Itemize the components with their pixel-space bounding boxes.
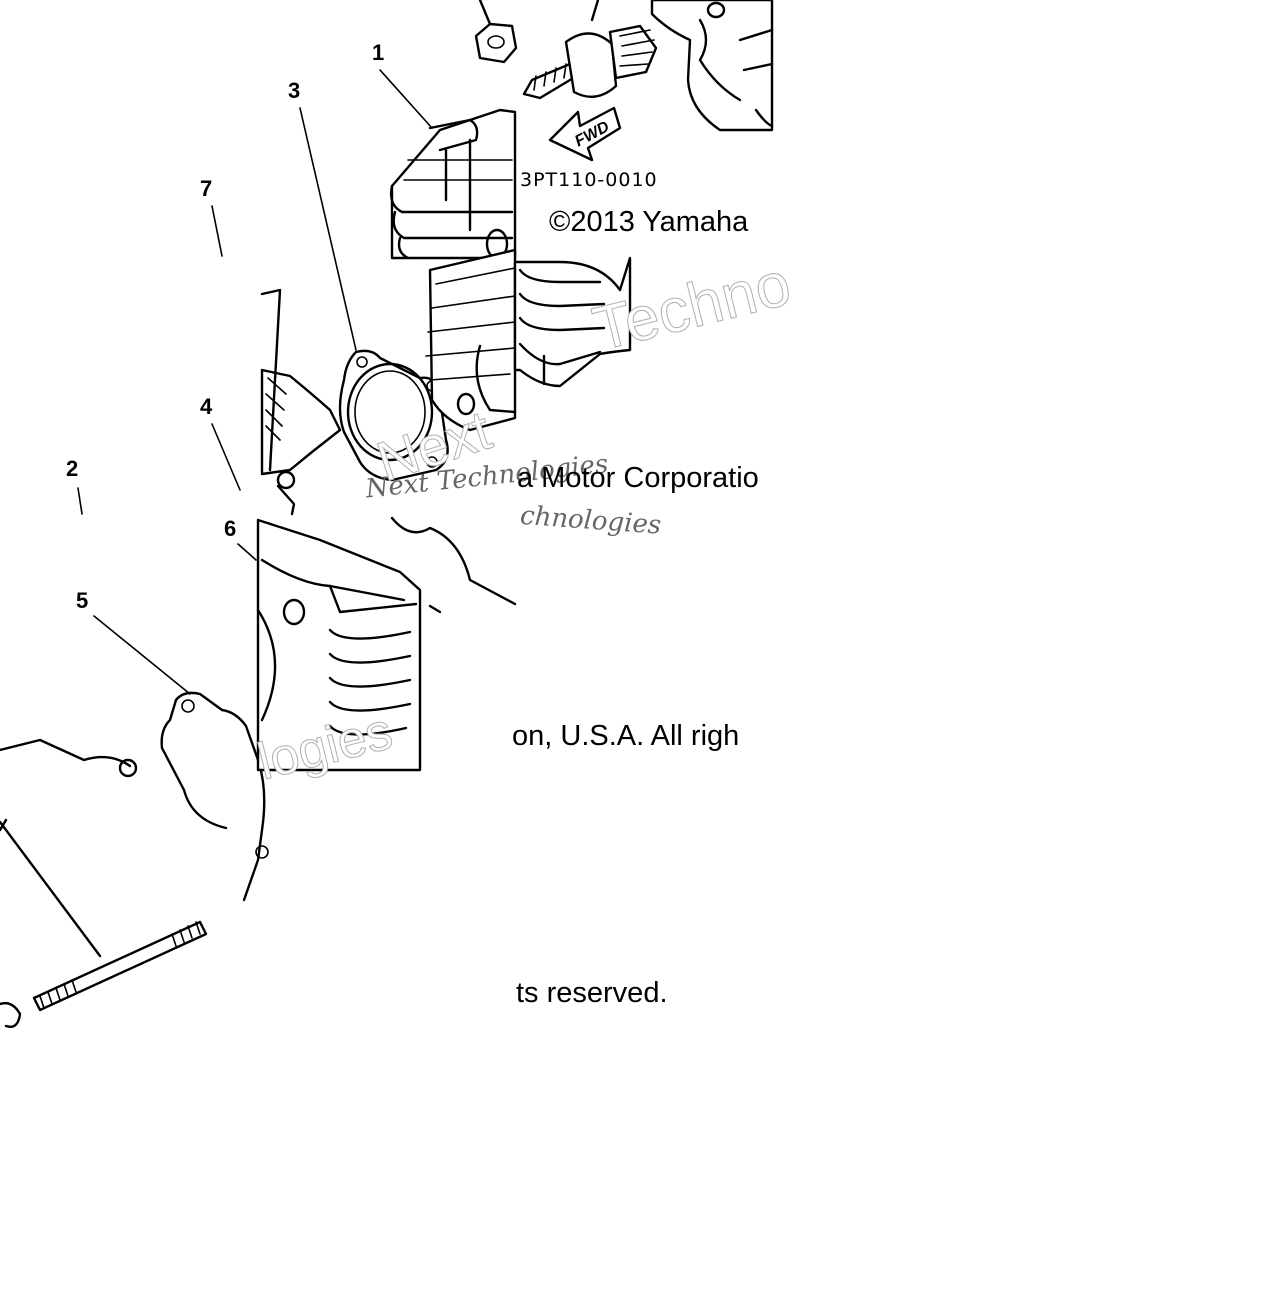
stud-bolt-drawing	[0, 820, 208, 1012]
cylinder-drawing-right	[513, 256, 632, 388]
crankcase-drawing	[0, 738, 138, 1028]
part-code: 3PT110-0010	[520, 169, 658, 191]
svg-text:6: 6	[224, 516, 236, 541]
cylinder-drawing-left	[260, 288, 342, 516]
copyright-fragment-2: a Motor Corporatio	[517, 462, 759, 494]
callout-4: 4	[200, 394, 241, 491]
svg-text:3: 3	[288, 78, 300, 103]
svg-text:7: 7	[200, 176, 212, 201]
base-gasket-drawing	[160, 691, 269, 902]
watermark-outline-text-2: Techno	[587, 249, 798, 364]
callout-3: 3	[288, 78, 357, 351]
copyright-fragment-3: on, U.S.A. All righ	[512, 720, 739, 752]
cylinder-drawing-upper	[425, 248, 517, 432]
thermostat-housing-drawing	[650, 0, 774, 132]
svg-text:1: 1	[372, 40, 384, 65]
callout-2: 2	[66, 456, 83, 515]
svg-text:5: 5	[76, 588, 88, 613]
callout-5: 5	[76, 588, 191, 695]
nut-drawing	[474, 0, 518, 64]
copyright-fragment-4: ts reserved.	[516, 977, 668, 1009]
watermark-serif-text-2: chnologies	[519, 501, 662, 541]
cylinder-body-drawing	[256, 516, 517, 772]
cylinder-head-drawing	[389, 108, 517, 260]
copyright-fragment-1: ©2013 Yamaha	[549, 206, 749, 238]
callout-7: 7	[200, 176, 223, 257]
svg-text:2: 2	[66, 456, 78, 481]
temperature-sensor-drawing	[522, 0, 658, 100]
svg-text:4: 4	[200, 394, 213, 419]
fwd-arrow-icon: FWD	[548, 106, 622, 162]
callout-6: 6	[224, 516, 257, 561]
callout-1: 1	[372, 40, 433, 129]
